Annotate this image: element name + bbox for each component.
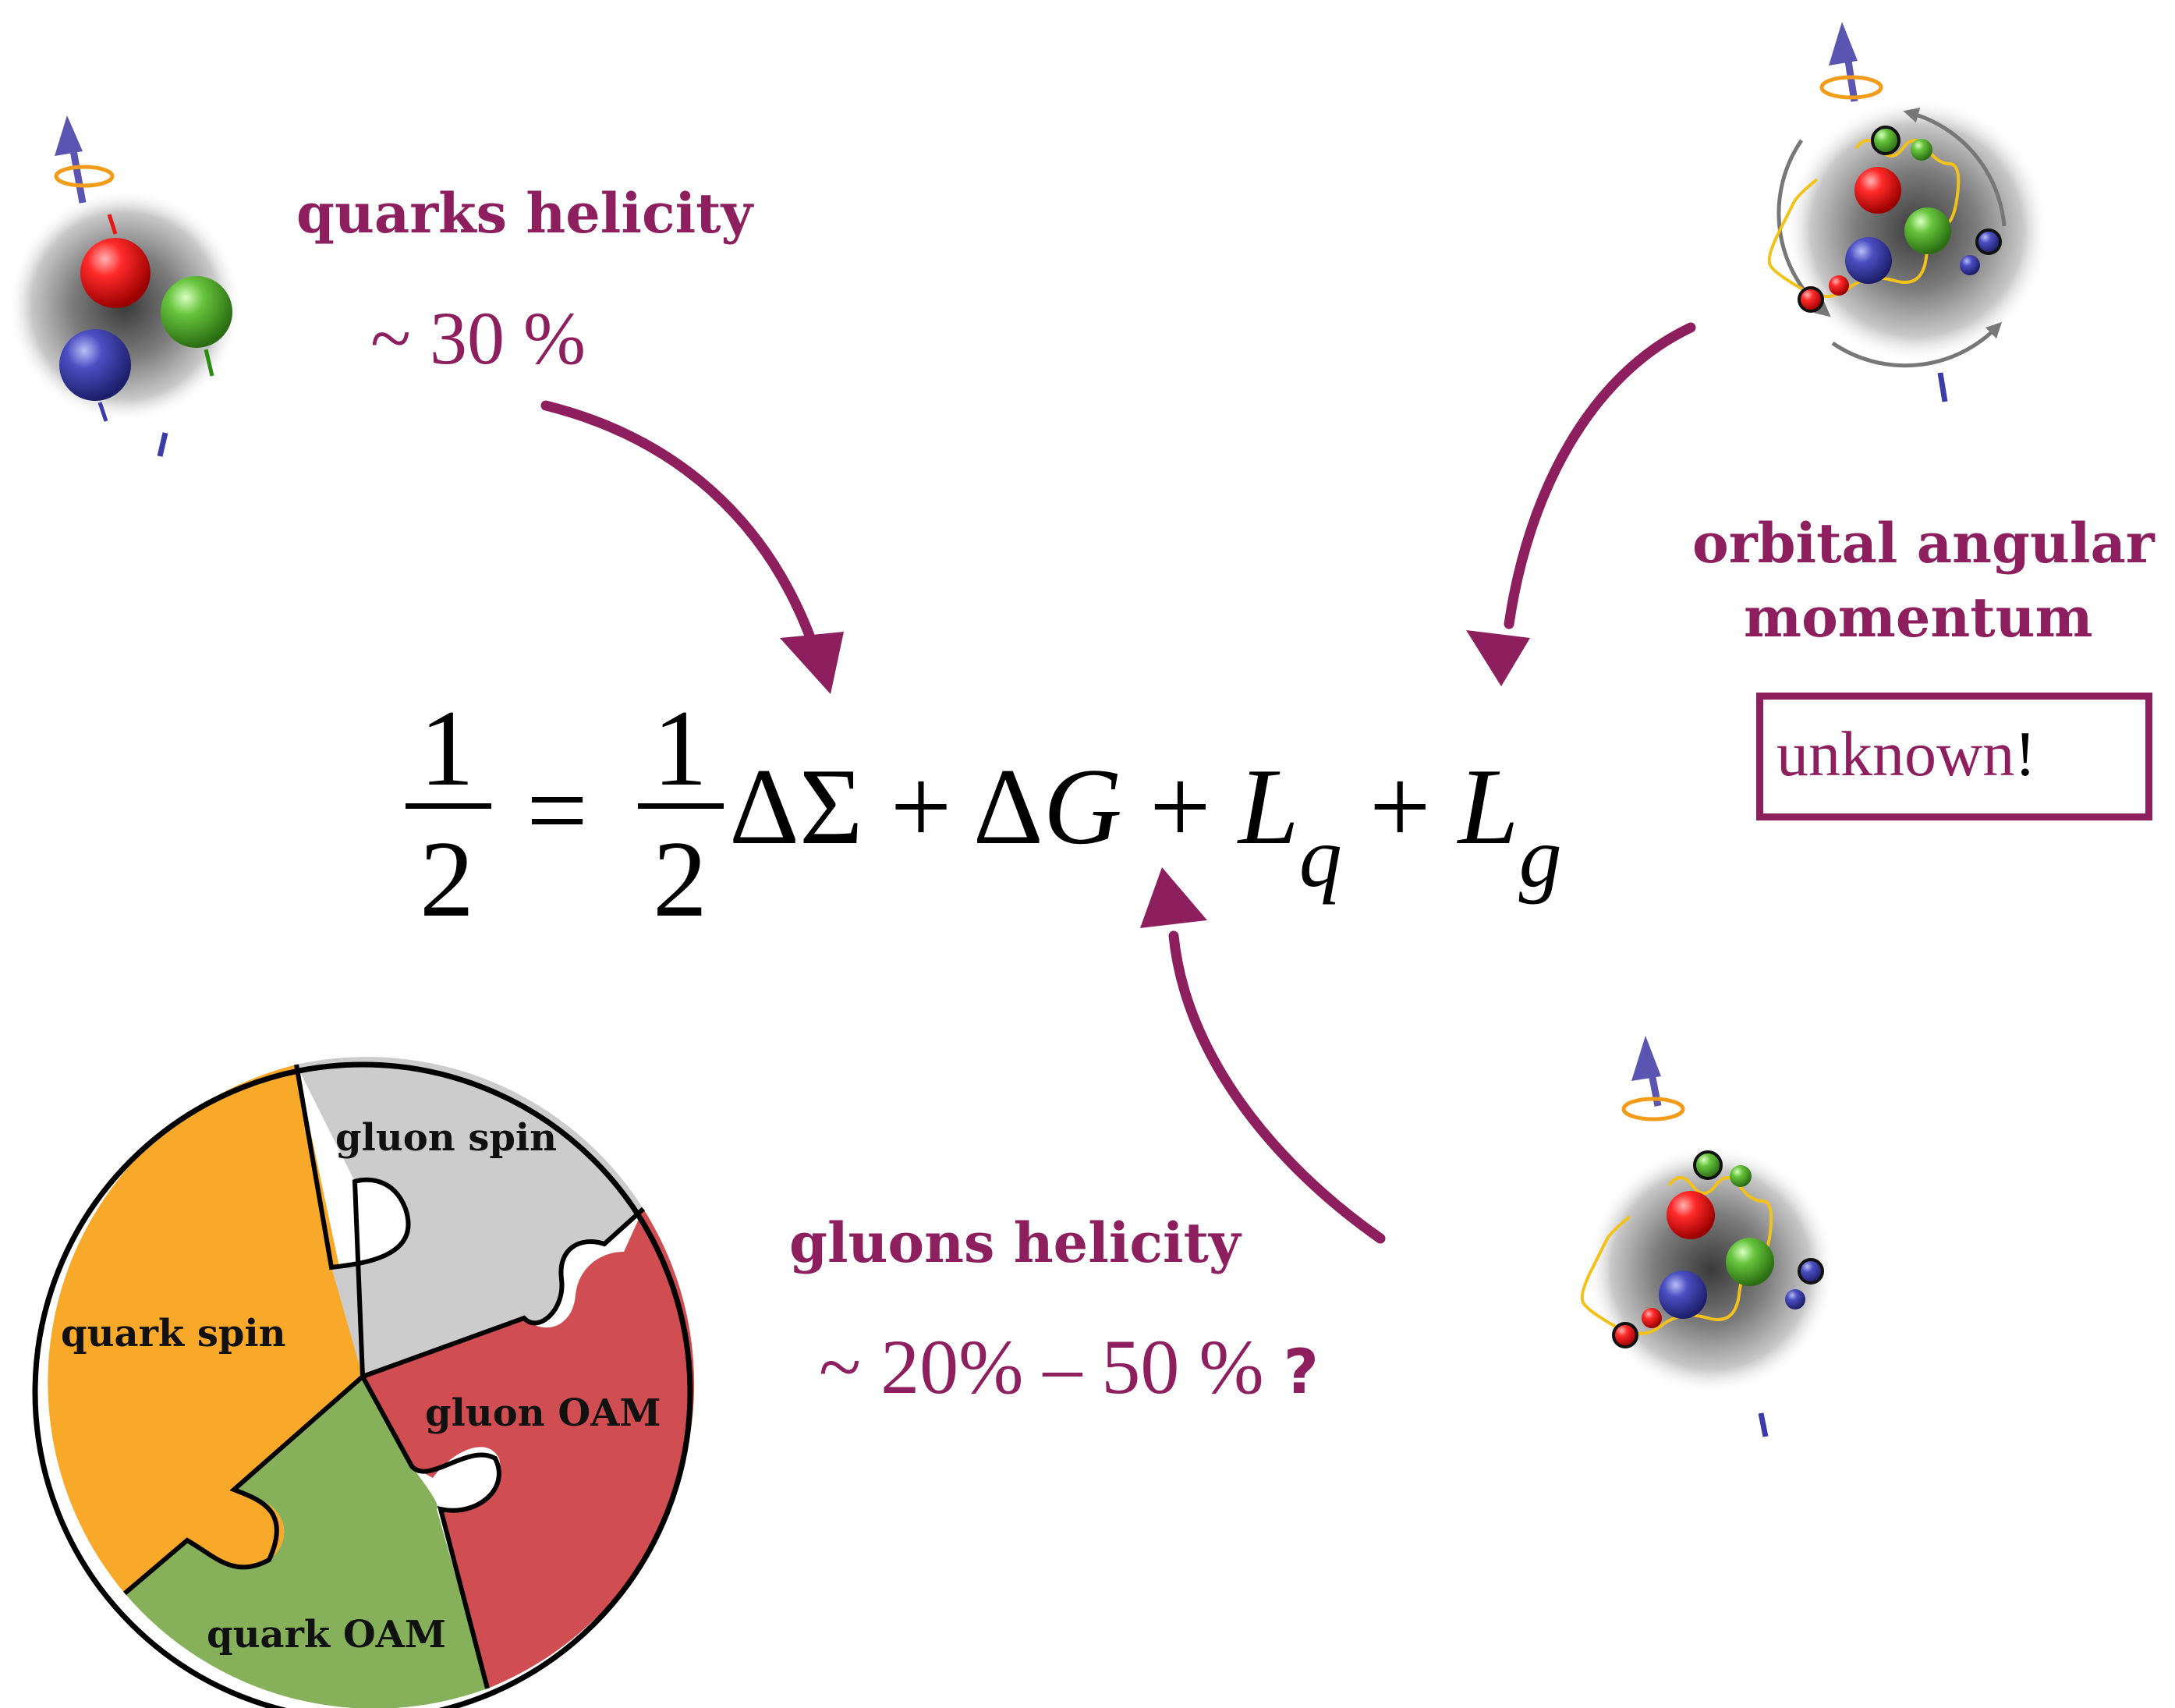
arrow-oam <box>1466 322 1696 686</box>
equation-terms: ΔΣ + ΔG + Lq + Lg <box>729 753 1562 901</box>
lhs-fraction-bar <box>406 803 491 809</box>
gluons-question-mark: ? <box>1283 1338 1319 1408</box>
proton-full-oam-icon <box>1767 22 2049 402</box>
quarks-helicity-value: ~ 30 % <box>370 296 586 380</box>
spin-puzzle: gluon spin quark spin gluon OAM quark OA… <box>32 1057 695 1708</box>
puzzle-piece-gluon-spin <box>296 1057 643 1377</box>
oam-status: unknown! <box>1776 718 2036 791</box>
gluons-helicity-label: gluons helicity <box>789 1210 1241 1275</box>
plus-3: + <box>1369 746 1431 867</box>
plus-2: + <box>1149 746 1211 867</box>
oam-label-line2: momentum <box>1744 585 2093 650</box>
plus-1: + <box>890 746 952 867</box>
term-delta-g-delta: Δ <box>972 746 1043 867</box>
term-delta-g-g: G <box>1043 746 1122 867</box>
arrow-quarks <box>540 400 844 694</box>
lhs-denominator: 2 <box>420 819 474 940</box>
equals-sign: = <box>526 750 588 871</box>
rhs-fraction-bar <box>638 803 724 809</box>
proton-quarks-icon <box>8 115 242 457</box>
puzzle-label-gluon-spin: gluon spin <box>335 1116 557 1160</box>
proton-gluons-icon <box>1580 1036 1836 1437</box>
rhs-denominator: 2 <box>653 819 707 940</box>
term-lq-sub: q <box>1298 810 1342 905</box>
gluons-helicity-range: ~ 20% – 50 % <box>819 1324 1264 1410</box>
puzzle-label-gluon-oam: gluon OAM <box>425 1391 661 1435</box>
puzzle-label-quark-oam: quark OAM <box>207 1613 446 1657</box>
quarks-helicity-label: quarks helicity <box>296 181 753 246</box>
oam-status-text: unknown <box>1776 718 2015 789</box>
unknown-box <box>1756 693 2152 820</box>
puzzle-label-quark-spin: quark spin <box>61 1312 286 1355</box>
puzzle-piece-gluon-oam <box>363 1209 695 1689</box>
puzzle-piece-quark-oam <box>125 1377 487 1708</box>
arrow-gluons <box>1140 867 1386 1244</box>
term-lg-sub: g <box>1518 810 1562 905</box>
oam-label-line1: orbital angular <box>1692 511 2155 576</box>
gluons-helicity-value: ~ 20% – 50 % ? <box>819 1322 1319 1412</box>
rhs-numerator: 1 <box>653 688 707 809</box>
puzzle-piece-quark-spin <box>48 1065 363 1593</box>
term-lq: L <box>1238 746 1299 867</box>
term-delta-sigma: ΔΣ <box>729 746 863 867</box>
term-lg: L <box>1458 746 1519 867</box>
lhs-numerator: 1 <box>420 688 474 809</box>
oam-status-mark: ! <box>2014 718 2036 789</box>
